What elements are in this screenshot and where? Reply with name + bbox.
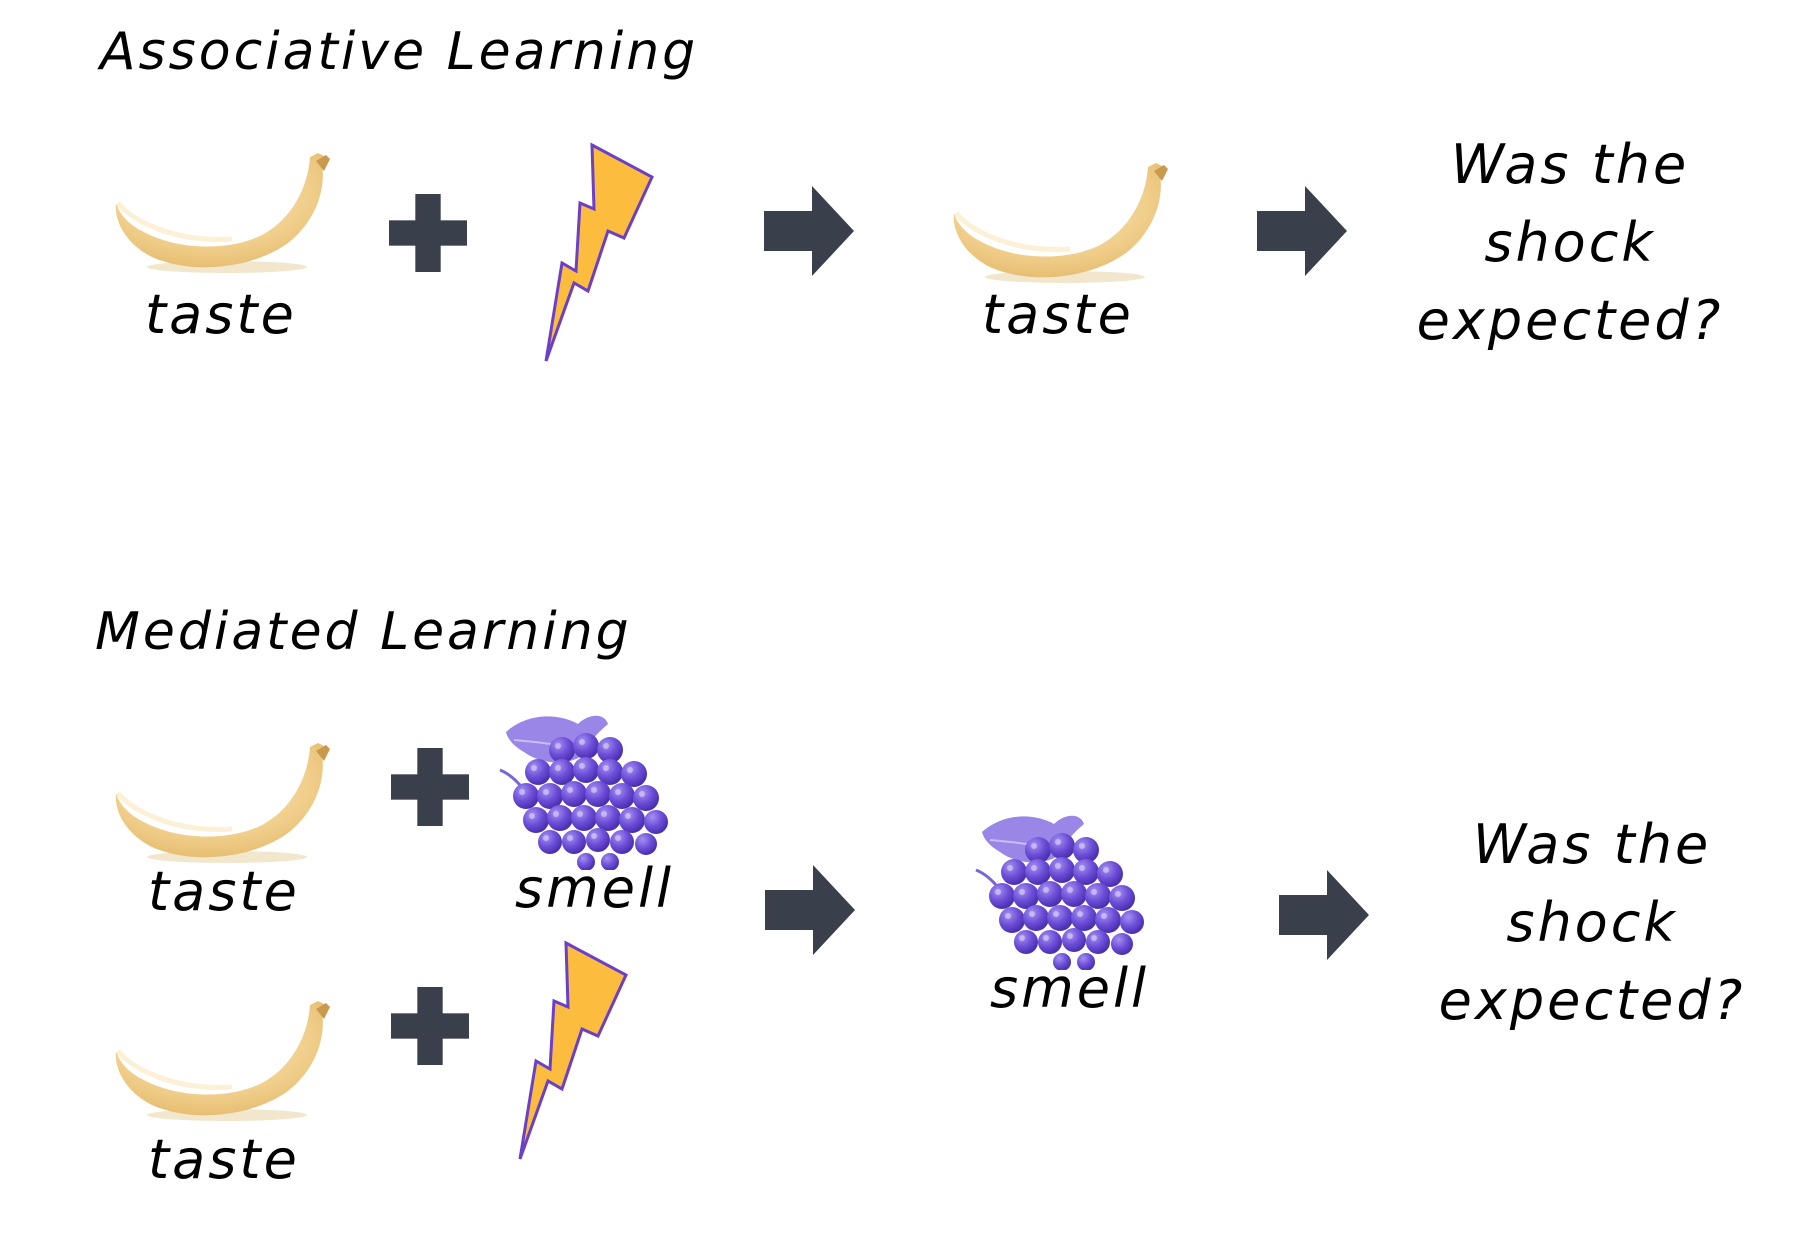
associative-question: Was the shock expected? [1400,126,1740,360]
associative-title: Associative Learning [100,22,699,82]
question-line-3: expected? [1438,969,1746,1032]
arrow-right-icon [764,865,856,955]
mediated-taste-label-1: taste [148,860,300,923]
arrow-right-icon [763,186,855,276]
arrow-right-icon [1278,870,1370,960]
associative-taste-label-2: taste [982,283,1134,346]
associative-taste-label-1: taste [145,283,297,346]
banana-icon [112,142,332,282]
grapes-icon [972,810,1152,970]
mediated-smell-label-1: smell [515,857,674,920]
lightning-icon [544,142,654,364]
question-line-1: Was the [1450,133,1690,196]
question-line-2: shock [1484,211,1656,274]
mediated-smell-label-2: smell [990,957,1149,1020]
question-line-3: expected? [1416,289,1724,352]
grapes-icon [496,710,676,870]
plus-icon [391,987,469,1065]
plus-icon [389,194,467,272]
question-line-2: shock [1506,891,1678,954]
plus-icon [391,748,469,826]
mediated-taste-label-2: taste [148,1128,300,1191]
question-line-1: Was the [1472,813,1712,876]
mediated-question: Was the shock expected? [1422,806,1762,1040]
banana-icon [950,152,1170,292]
mediated-title: Mediated Learning [95,602,632,662]
banana-icon [112,990,332,1130]
arrow-right-icon [1256,186,1348,276]
lightning-icon [518,940,628,1162]
banana-icon [112,732,332,872]
